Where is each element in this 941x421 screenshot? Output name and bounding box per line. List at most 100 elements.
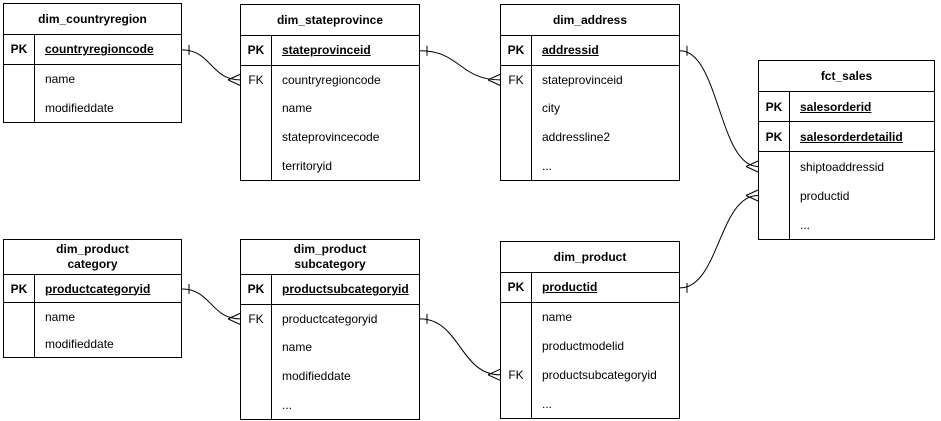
table-row[interactable]: stateprovincecode	[241, 122, 419, 152]
table-row[interactable]: name	[4, 303, 181, 330]
field-name: city	[542, 101, 560, 116]
edge-line[interactable]	[181, 288, 241, 320]
pk-badge: PK	[501, 36, 532, 65]
edge-line[interactable]	[181, 49, 241, 81]
field-name: productid	[542, 280, 598, 295]
relationship-edge[interactable]	[679, 45, 759, 173]
edge-line[interactable]	[679, 50, 759, 167]
table-row[interactable]: name	[501, 302, 679, 332]
key-badge	[759, 181, 790, 210]
key-badge	[4, 303, 35, 330]
field-name: salesorderid	[800, 99, 872, 114]
field-name: stateprovinceid	[282, 43, 371, 58]
key-badge	[241, 390, 272, 419]
field-name: name	[542, 310, 573, 325]
field-name: modifieddate	[282, 369, 351, 384]
table-row-pk[interactable]: PK productcategoryid	[4, 275, 181, 303]
table-fct-sales[interactable]: fct_sales PK salesorderid PK salesorderd…	[758, 60, 935, 240]
table-row-pk[interactable]: PK salesorderid	[759, 92, 934, 122]
table-title: dim_address	[501, 5, 679, 36]
table-dim-productcategory[interactable]: dim_product category PK productcategoryi…	[3, 239, 182, 358]
field-name: productsubcategoryid	[542, 367, 657, 382]
field-name: stateprovinceid	[542, 72, 623, 87]
table-row[interactable]: modifieddate	[241, 361, 419, 391]
key-badge	[4, 64, 35, 94]
pk-badge: PK	[4, 35, 35, 64]
table-row[interactable]: shiptoaddressid	[759, 152, 934, 181]
field-name: ...	[800, 217, 811, 232]
table-row[interactable]: ...	[241, 390, 419, 419]
table-row[interactable]: name	[241, 333, 419, 362]
edge-line[interactable]	[419, 318, 501, 376]
table-row-pk[interactable]: PK countryregioncode	[4, 35, 181, 65]
table-row[interactable]: productid	[759, 181, 934, 210]
field-name: stateprovincecode	[282, 130, 380, 145]
table-row[interactable]: name	[241, 94, 419, 123]
field-name: territoryid	[282, 158, 333, 173]
pk-badge: PK	[241, 275, 272, 304]
field-name: addressline2	[542, 130, 611, 145]
table-row-pk[interactable]: PK productsubcategoryid	[241, 275, 419, 305]
table-row[interactable]: city	[501, 94, 679, 123]
table-row-pk[interactable]: PK salesorderdetailid	[759, 122, 934, 152]
field-name: productcategoryid	[45, 281, 151, 296]
edge-line[interactable]	[419, 50, 501, 81]
field-name: productmodelid	[542, 338, 625, 353]
field-name: name	[45, 309, 76, 324]
table-dim-productsubcategory[interactable]: dim_product subcategory PK productsubcat…	[240, 239, 420, 420]
table-row[interactable]: ...	[501, 389, 679, 418]
edge-line[interactable]	[679, 195, 759, 289]
crows-foot-many-icon	[745, 160, 759, 173]
table-row-pk[interactable]: PK addressid	[501, 36, 679, 66]
table-dim-countryregion[interactable]: dim_countryregion PK countryregioncode n…	[3, 3, 182, 123]
table-row-fk[interactable]: FK stateprovinceid	[501, 65, 679, 95]
relationship-edge[interactable]	[679, 189, 759, 293]
table-title: dim_countryregion	[4, 4, 181, 35]
field-name: countryregioncode	[45, 42, 154, 57]
field-name: ...	[542, 158, 553, 173]
table-title: dim_product	[501, 242, 679, 273]
field-name: productcategoryid	[282, 311, 378, 326]
table-row-fk[interactable]: FK productcategoryid	[241, 304, 419, 334]
key-badge	[4, 93, 35, 123]
table-row[interactable]: name	[4, 64, 181, 94]
crows-foot-many-icon	[745, 189, 759, 202]
field-name: productid	[800, 188, 850, 203]
table-row-fk[interactable]: FK countryregioncode	[241, 65, 419, 95]
relationship-edge[interactable]	[181, 284, 241, 325]
fk-badge: FK	[501, 360, 532, 390]
table-row[interactable]: modifieddate	[4, 330, 181, 357]
table-dim-address[interactable]: dim_address PK addressid FK stateprovinc…	[500, 4, 680, 181]
table-title: dim_stateprovince	[241, 5, 419, 36]
key-badge	[501, 331, 532, 361]
field-name: modifieddate	[45, 336, 114, 351]
table-row[interactable]: modifieddate	[4, 93, 181, 123]
fk-badge: FK	[241, 304, 272, 334]
field-name: shiptoaddressid	[800, 159, 885, 174]
key-badge	[241, 361, 272, 391]
table-title: dim_product subcategory	[241, 240, 419, 275]
table-row-fk[interactable]: FK productsubcategoryid	[501, 360, 679, 390]
key-badge	[241, 151, 272, 180]
relationship-edge[interactable]	[419, 45, 501, 86]
relationship-edge[interactable]	[419, 313, 501, 381]
table-title: dim_product category	[4, 240, 181, 275]
table-row[interactable]: productmodelid	[501, 331, 679, 361]
fk-badge: FK	[241, 65, 272, 95]
table-row-pk[interactable]: PK stateprovinceid	[241, 36, 419, 66]
table-dim-product[interactable]: dim_product PK productid name productmod…	[500, 241, 680, 419]
pk-badge: PK	[759, 92, 790, 121]
field-name: addressid	[542, 43, 599, 58]
crows-foot-many-icon	[227, 312, 241, 325]
crows-foot-many-icon	[487, 73, 501, 86]
field-name: productsubcategoryid	[282, 282, 409, 297]
table-row[interactable]: ...	[501, 151, 679, 180]
table-row[interactable]: ...	[759, 210, 934, 239]
table-row[interactable]: territoryid	[241, 151, 419, 180]
table-row[interactable]: addressline2	[501, 122, 679, 152]
pk-badge: PK	[4, 275, 35, 302]
relationship-edge[interactable]	[181, 44, 241, 86]
table-dim-stateprovince[interactable]: dim_stateprovince PK stateprovinceid FK …	[240, 4, 420, 181]
table-row-pk[interactable]: PK productid	[501, 273, 679, 303]
